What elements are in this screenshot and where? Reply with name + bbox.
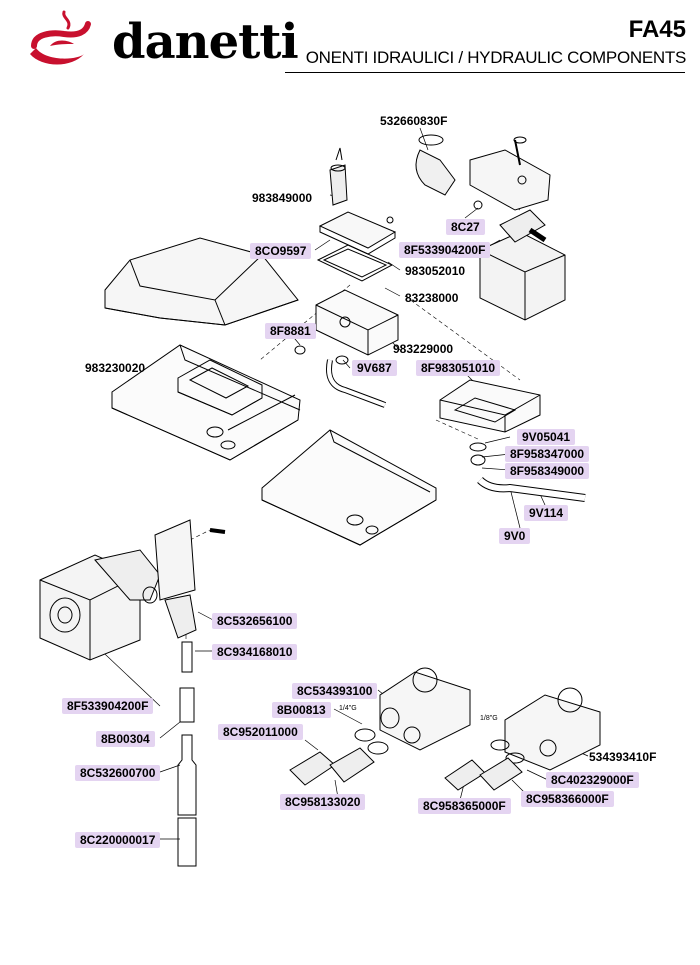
part-label-highlighted: 8C952011000	[218, 724, 303, 740]
page-header: danetti FA45 ONENTI IDRAULICI / HYDRAULI…	[0, 0, 700, 80]
part-label-highlighted: 8C27	[446, 219, 485, 235]
part-label-highlighted: 8B00304	[96, 731, 155, 747]
part-label-highlighted: 8C934168010	[212, 644, 298, 660]
part-label-highlighted: 8C532656100	[212, 613, 298, 629]
part-label: 983229000	[393, 342, 454, 356]
brand-name: danetti	[112, 14, 299, 70]
part-label-highlighted: 8F958347000	[505, 446, 590, 462]
part-label-highlighted: 9V0	[499, 528, 531, 544]
part-label-highlighted: 9V687	[352, 360, 397, 376]
part-label: 983052010	[405, 264, 466, 278]
part-label-highlighted: 8C402329000F	[546, 772, 639, 788]
brand-swirl-icon	[30, 10, 91, 65]
part-label: 983849000	[252, 191, 313, 205]
part-label-highlighted: 8F533904200F	[399, 242, 491, 258]
solenoid-valve	[39, 519, 226, 661]
part-label: 532660830F	[380, 114, 448, 128]
part-label-highlighted: 8C958133020	[280, 794, 366, 810]
part-label: 983230020	[85, 361, 146, 375]
brand-logo: danetti	[28, 10, 299, 72]
page-subtitle: ONENTI IDRAULICI / HYDRAULIC COMPONENTS	[305, 48, 687, 67]
tank-plate-and-gasket	[316, 147, 397, 282]
part-label-highlighted: 8F958349000	[505, 463, 590, 479]
top-pump-assembly	[415, 134, 566, 321]
part-label-highlighted: 9V05041	[517, 429, 576, 445]
part-label: 83238000	[405, 291, 459, 305]
thread-note: 1/8"G	[480, 715, 498, 722]
fitting-column	[164, 594, 197, 867]
flow-meter-left	[289, 667, 471, 786]
part-label-highlighted: 8C958365000F	[418, 798, 511, 814]
lower-base	[261, 429, 437, 546]
part-label-highlighted: 8F983051010	[416, 360, 501, 376]
part-label-highlighted: 9V114	[524, 505, 569, 521]
pump-housing-blocks	[315, 289, 541, 433]
part-label-highlighted: 8F8881	[265, 323, 316, 339]
part-label-highlighted: 8C958366000F	[521, 791, 614, 807]
part-label-highlighted: 8F533904200F	[62, 698, 154, 714]
upper-base-tray	[111, 344, 301, 461]
title-rule	[285, 72, 685, 73]
part-label-highlighted: 8CO9597	[250, 243, 312, 259]
part-label-highlighted: 8C220000017	[75, 832, 161, 848]
part-label: 534393410F	[589, 750, 657, 764]
part-label-highlighted: 8B00813	[272, 702, 331, 718]
flow-meter-right	[444, 687, 601, 791]
hoses	[294, 345, 586, 502]
thread-note: 1/4"G	[339, 705, 357, 712]
part-label-highlighted: 8C532600700	[75, 765, 161, 781]
model-code: FA45	[628, 16, 686, 43]
upper-tank-cover	[104, 237, 299, 326]
small-tray	[177, 359, 263, 416]
part-label-highlighted: 8C534393100	[292, 683, 378, 699]
